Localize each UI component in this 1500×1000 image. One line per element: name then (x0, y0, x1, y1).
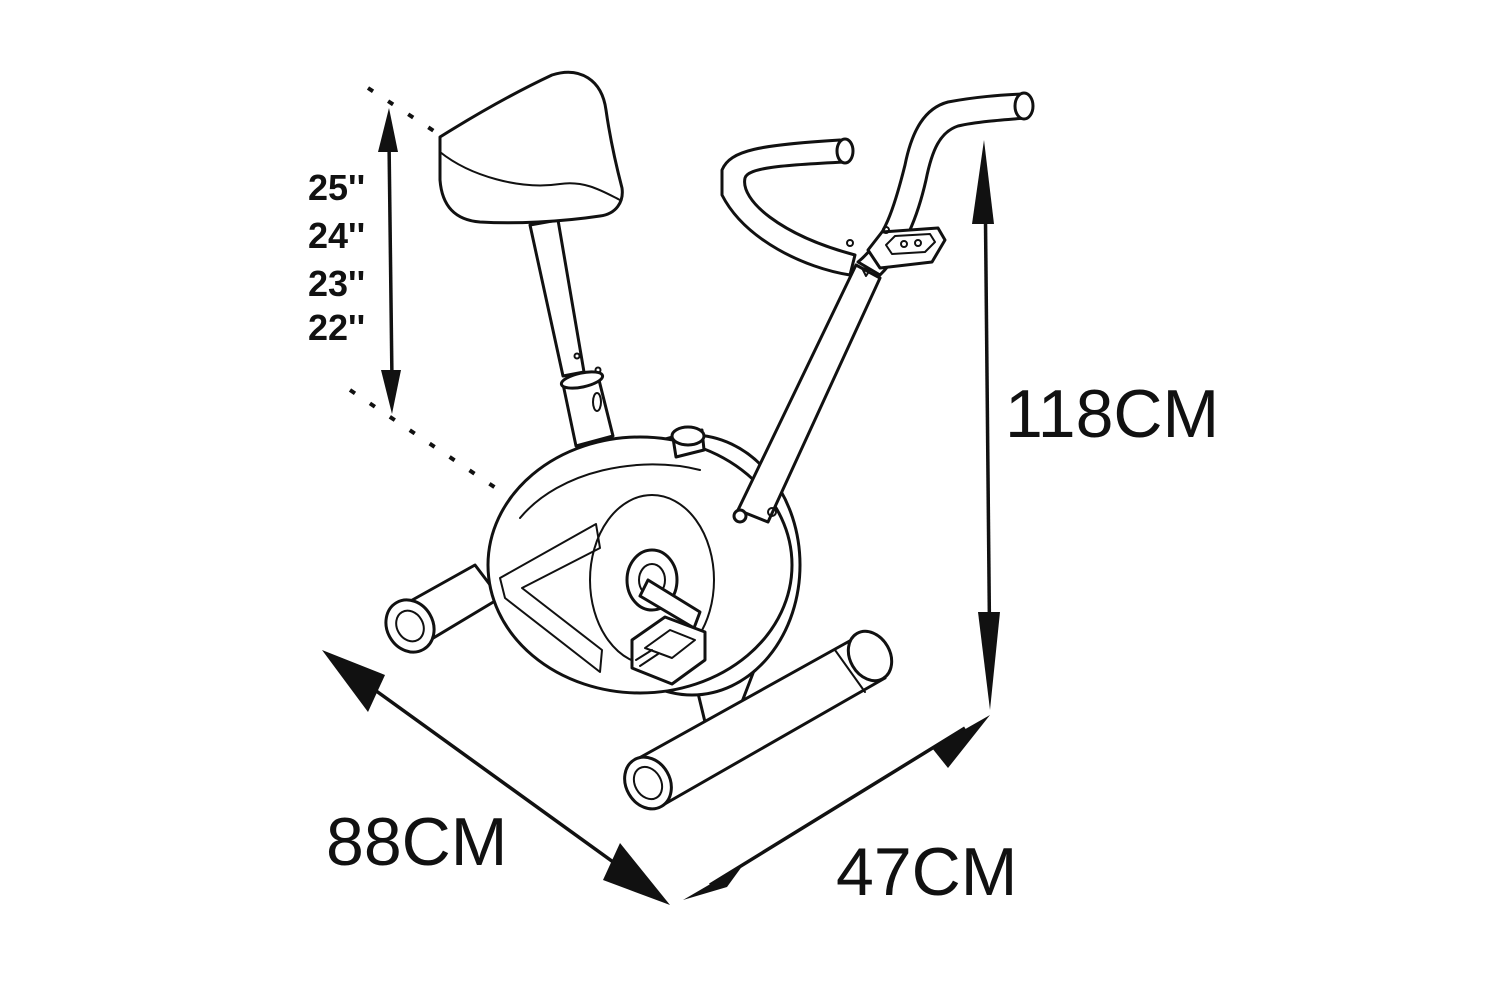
seat-adjust-knob (592, 392, 602, 412)
length-dimension-label: 88CM (326, 804, 508, 880)
pedal (630, 615, 707, 686)
width-dimension-label: 47CM (836, 834, 1018, 910)
handlebar-left-end (835, 137, 855, 165)
height-dimension-arrow (972, 140, 1000, 710)
seat-height-label-1: 25'' (308, 167, 366, 208)
seat-height-label-4: 22'' (308, 307, 366, 348)
console-monitor (846, 226, 947, 277)
rear-stabilizer (384, 563, 502, 654)
width-dimension-arrow (683, 715, 990, 900)
seat-height-label-3: 23'' (308, 263, 366, 304)
tension-knob-cap (670, 425, 706, 447)
seat-post-clamp (559, 370, 605, 390)
length-dimension-arrow (322, 650, 670, 905)
pedal-assembly (630, 578, 707, 686)
tension-knob (670, 425, 706, 459)
saddle (438, 70, 624, 225)
seat-post-upper (528, 218, 586, 378)
crank-hub (625, 548, 679, 612)
height-dimension-label: 118CM (1005, 376, 1220, 452)
front-foot-cap-right (846, 629, 894, 683)
seat-height-dimension-arrow (378, 108, 401, 414)
rear-foot-cap (384, 598, 436, 654)
main-frame-tube (732, 263, 882, 524)
seat-height-label-2: 24'' (308, 215, 366, 256)
console-display (885, 233, 936, 255)
seat-top-guide-line (366, 86, 442, 137)
handlebar-right-end (1013, 91, 1035, 121)
handlebar-left-grip (720, 138, 857, 277)
flywheel-side-panel (486, 435, 794, 695)
flywheel-housing (486, 433, 802, 697)
front-stabilizer (623, 629, 894, 811)
seat-post (528, 218, 615, 448)
